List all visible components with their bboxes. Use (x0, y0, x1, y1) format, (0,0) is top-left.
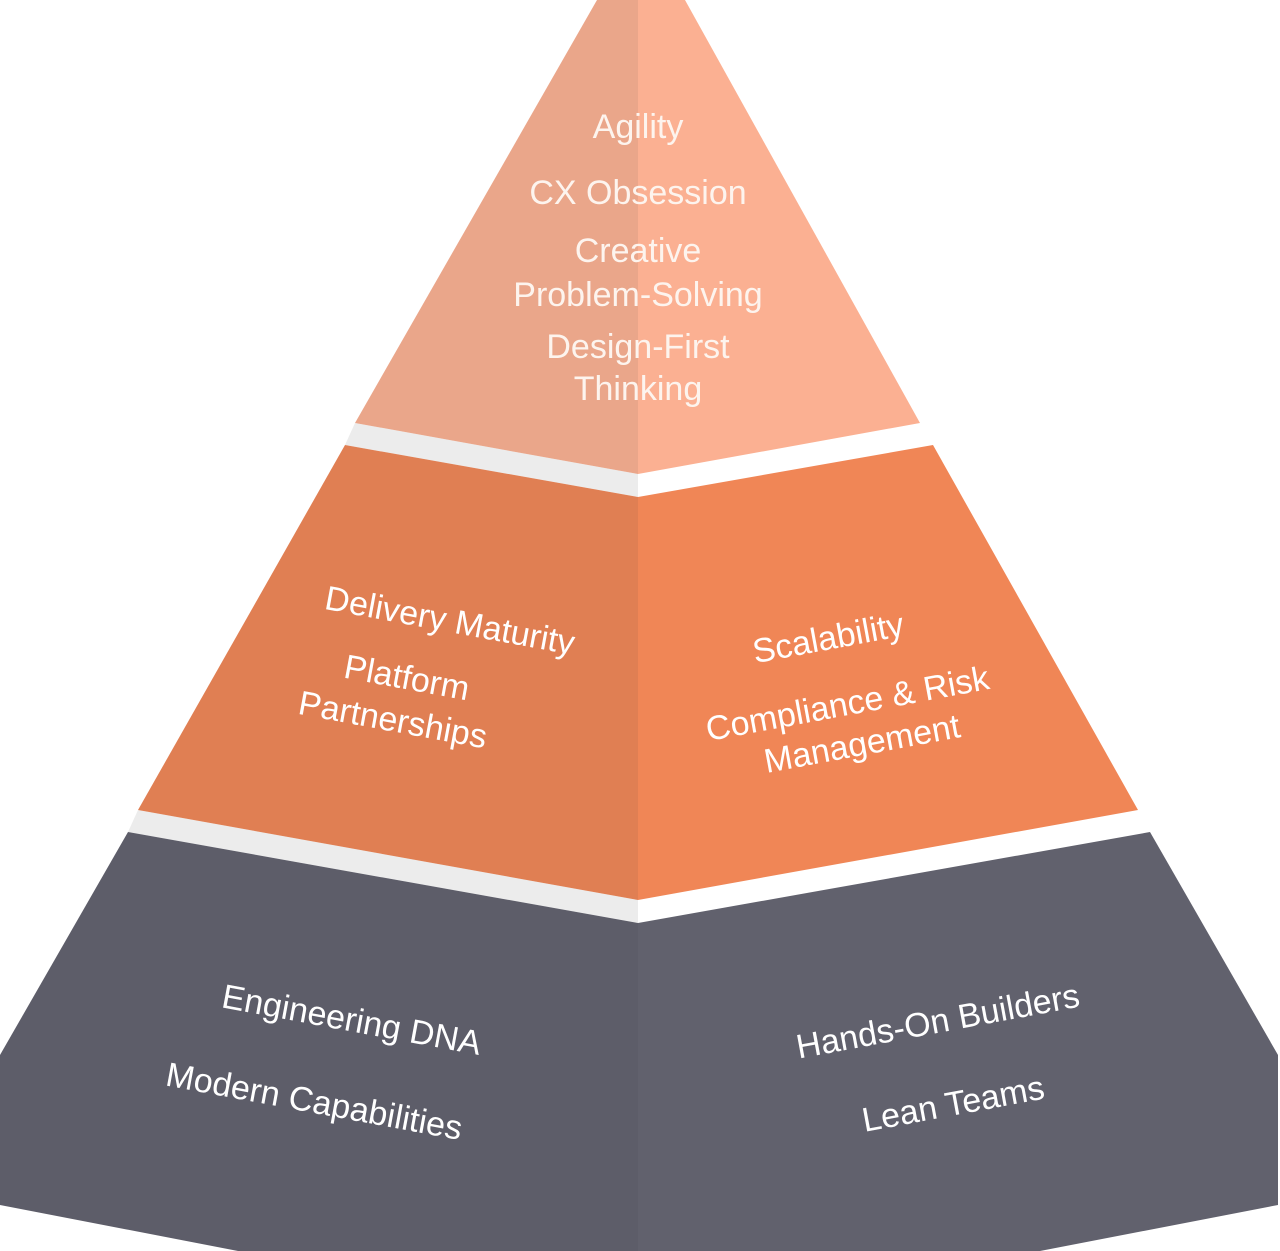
gap-band-left-upper (345, 423, 638, 497)
top-label-problem-solving: Problem-Solving (513, 276, 762, 314)
top-label-agility: Agility (593, 108, 684, 146)
gap-band-left-lower (128, 810, 638, 923)
top-tier-right-face (638, 0, 920, 474)
middle-tier-left-face (138, 445, 638, 900)
top-label-design-first: Design-First (546, 328, 730, 366)
top-label-thinking: Thinking (574, 370, 703, 408)
gap-band-right-lower (638, 810, 1150, 923)
bottom-tier-right-face (638, 832, 1278, 1251)
top-label-cx-obsession: CX Obsession (529, 174, 746, 212)
bottom-tier-left-face (0, 832, 638, 1251)
top-tier-left-face (355, 0, 638, 474)
middle-tier-right-face (638, 445, 1138, 900)
top-label-creative: Creative (575, 232, 702, 270)
gap-band-right-upper (638, 423, 933, 497)
